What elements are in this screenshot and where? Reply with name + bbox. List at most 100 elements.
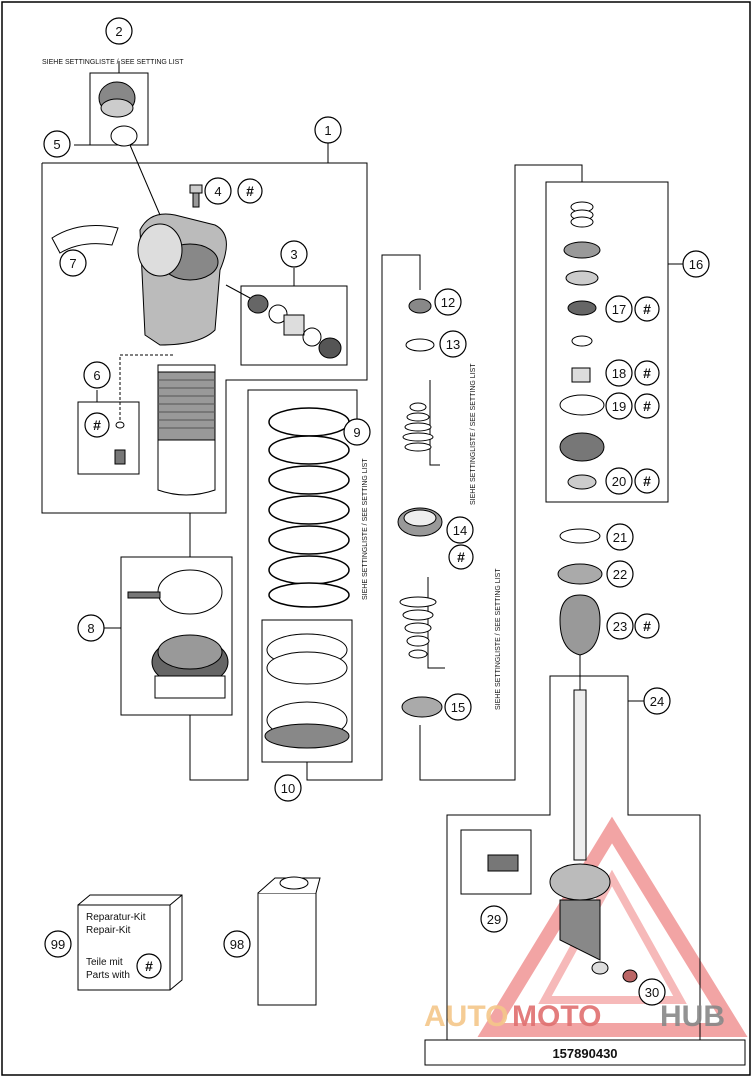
callout-group: 1234567891012131415161718192021222324293… [43,17,710,1006]
callout-6: 6 [83,361,111,389]
callout-10: 10 [274,774,302,802]
callout-number: 15 [451,700,465,715]
callout-15: 15 [444,693,472,721]
callout-number: 13 [446,337,460,352]
spring-part [268,407,350,608]
callout-circle [606,612,634,640]
hash-circle [237,178,263,204]
callout-5: 5 [43,130,71,158]
callout-1: 1 [314,116,342,144]
hash-symbol: # [457,549,465,565]
callout-18: 18 [605,359,633,387]
callout-circle [59,249,87,277]
seal-kit-box [225,268,348,366]
callout-number: 12 [441,295,455,310]
callout-circle [643,687,671,715]
callout-circle [480,905,508,933]
parts-with-label-de: Teile mit [86,957,123,968]
callout-19: 19 [605,392,633,420]
watermark-word-moto: MOTO [512,1000,601,1033]
bump-stop-parts [557,528,603,656]
callout-number: 22 [613,567,627,582]
callout-circle [280,240,308,268]
setting-list-note-vertical: SIEHE SETTINGLISTE / SEE SETTING LIST [362,458,369,600]
callout-circle [44,930,72,958]
callout-number: 30 [645,985,659,1000]
parts-with-label-en: Parts with [86,970,130,981]
callout-number: 14 [453,523,467,538]
hash-circle [634,468,660,494]
callout-98: 98 [223,930,251,958]
callout-circle [439,330,467,358]
fastener-kit-box [77,354,175,475]
callout-4: 4 [204,177,232,205]
watermark-word-hub: HUB [660,1000,725,1033]
hash-symbol: # [643,301,651,317]
callout-number: 16 [689,257,703,272]
hash-symbol: # [643,365,651,381]
compression-valve-box [545,181,683,503]
reservoir-cap-part [74,61,149,147]
callout-number: 4 [214,184,221,199]
callout-number: 2 [115,24,122,39]
part-number: 157890430 [552,1046,617,1061]
callout-9: 9 [343,418,371,446]
callout-number: 5 [53,137,60,152]
hash-mark: # [136,953,162,979]
repair-kit-label-de: Reparatur-Kit [86,912,146,923]
callout-7: 7 [59,249,87,277]
cover-strip-part [51,225,119,254]
hash-symbol: # [643,618,651,634]
setting-list-note-vertical: SIEHE SETTINGLISTE / SEE SETTING LIST [470,363,477,505]
callout-circle [77,614,105,642]
callout-circle [343,418,371,446]
repair-kit-label-en: Repair-Kit [86,925,131,936]
callout-number: 3 [290,247,297,262]
callout-3: 3 [280,240,308,268]
callout-21: 21 [606,523,634,551]
callout-22: 22 [606,560,634,588]
callout-circle [105,17,133,45]
callout-circle [434,288,462,316]
callout-20: 20 [605,467,633,495]
bleed-screw-part [189,184,203,208]
callout-circle [43,130,71,158]
callout-number: 99 [51,937,65,952]
setting-list-note: SIEHE SETTINGLISTE / SEE SETTING LIST [42,59,184,66]
callout-circle [446,516,474,544]
callout-number: 17 [612,302,626,317]
hash-symbol: # [643,473,651,489]
setting-list-note-vertical: SIEHE SETTINGLISTE / SEE SETTING LIST [495,568,502,710]
callout-number: 29 [487,912,501,927]
callout-circle [444,693,472,721]
hash-circle [634,296,660,322]
callout-circle [605,392,633,420]
hash-circle [136,953,162,979]
callout-23: 23 [606,612,634,640]
callout-14: 14 [446,516,474,544]
hash-circle [84,412,110,438]
hash-mark: # [237,178,263,204]
hash-circle [634,360,660,386]
hash-symbol: # [93,417,101,433]
hash-mark: # [448,544,474,570]
callout-number: 21 [613,530,627,545]
callout-number: 9 [353,425,360,440]
callout-29: 29 [480,905,508,933]
callout-number: 19 [612,399,626,414]
callout-number: 8 [87,621,94,636]
callout-number: 98 [230,937,244,952]
hash-circle [634,393,660,419]
piston-rod-box [446,675,701,1041]
hash-symbol: # [246,183,254,199]
part-number-box [424,1039,746,1066]
callout-number: 1 [324,123,331,138]
callout-circle [606,523,634,551]
shock-body-part [129,144,227,496]
callout-2: 2 [105,17,133,45]
callout-number: 24 [650,694,664,709]
callout-circle [606,560,634,588]
callout-17: 17 [605,295,633,323]
hash-symbol: # [145,958,153,974]
